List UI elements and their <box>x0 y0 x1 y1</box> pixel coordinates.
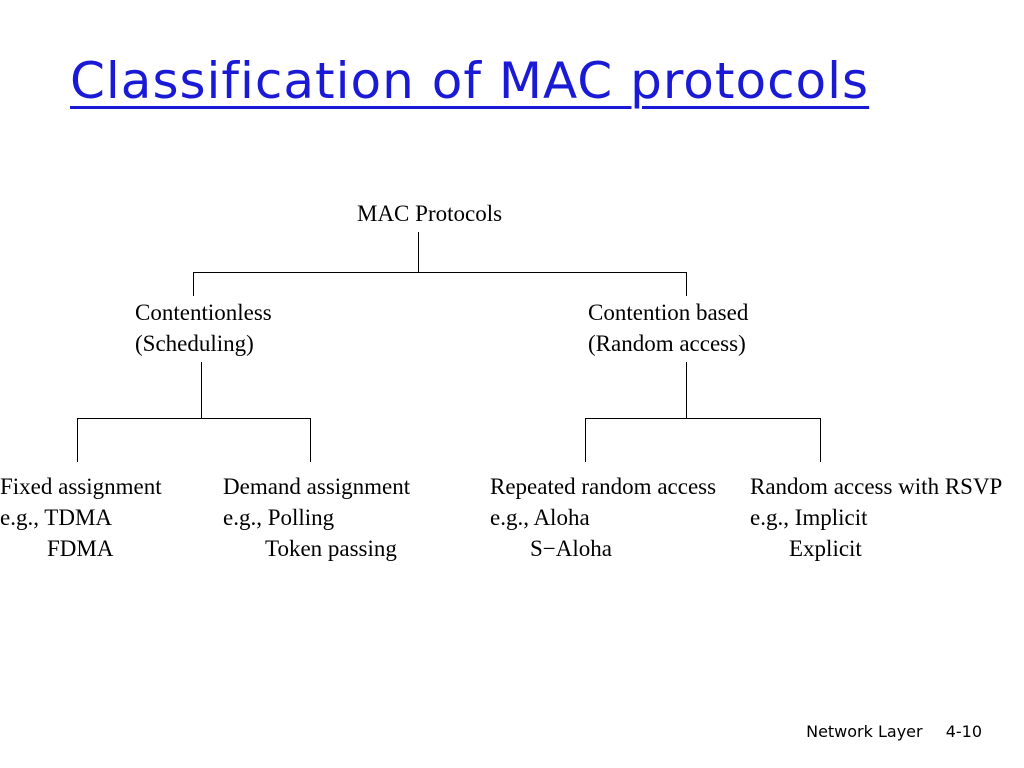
connector-to-contention <box>686 272 687 296</box>
node-random-access-rsvp: Random access with RSVP e.g., Implicit E… <box>750 471 1002 564</box>
connector-left-bar <box>77 418 310 419</box>
node-label: Demand assignment <box>223 474 411 499</box>
node-example: Explicit <box>789 536 862 561</box>
node-repeated-random-access: Repeated random access e.g., Aloha S−Alo… <box>490 471 716 564</box>
connector-to-contentionless <box>193 272 194 296</box>
node-label: Random access with RSVP <box>750 474 1003 499</box>
footer-section: Network Layer <box>806 722 923 741</box>
node-demand-assignment: Demand assignment e.g., Polling Token pa… <box>223 471 410 564</box>
connector-to-fixed <box>77 418 78 462</box>
connector-root-down <box>418 232 419 272</box>
node-mac-protocols: MAC Protocols <box>357 198 502 229</box>
node-example: FDMA <box>47 536 114 561</box>
node-sublabel: (Scheduling) <box>135 331 254 356</box>
connector-to-demand <box>310 418 311 462</box>
slide-title: Classification of MAC protocols <box>70 52 870 110</box>
node-label: Contention based <box>588 300 749 325</box>
connector-level1-bar <box>193 272 687 273</box>
node-example: S−Aloha <box>530 536 612 561</box>
slide-footer: Network Layer 4-10 <box>806 722 982 741</box>
node-label: Contentionless <box>135 300 272 325</box>
node-sublabel: (Random access) <box>588 331 746 356</box>
connector-to-repeated <box>585 418 586 462</box>
node-contentionless: Contentionless (Scheduling) <box>135 297 272 359</box>
node-example: e.g., Aloha <box>490 505 590 530</box>
node-example: Token passing <box>265 536 397 561</box>
node-example: e.g., Implicit <box>750 505 868 530</box>
node-fixed-assignment: Fixed assignment e.g., TDMA FDMA <box>0 471 162 564</box>
footer-page-number: 4-10 <box>945 722 982 741</box>
node-label: MAC Protocols <box>357 201 503 226</box>
node-contention-based: Contention based (Random access) <box>588 297 748 359</box>
node-label: Repeated random access <box>490 474 717 499</box>
connector-contentionless-down <box>201 362 202 418</box>
node-example: e.g., Polling <box>223 505 335 530</box>
connector-right-bar <box>585 418 820 419</box>
connector-contention-down <box>686 362 687 418</box>
node-label: Fixed assignment <box>0 474 162 499</box>
connector-to-rsvp <box>820 418 821 462</box>
node-example: e.g., TDMA <box>0 505 113 530</box>
